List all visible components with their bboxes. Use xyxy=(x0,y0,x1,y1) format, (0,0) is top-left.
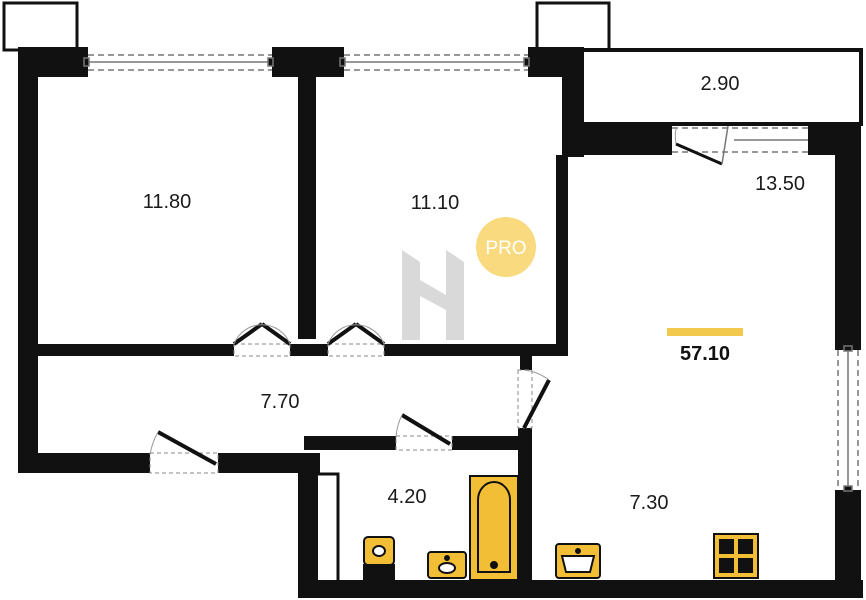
windows xyxy=(83,54,859,492)
pro-badge-text: PRO xyxy=(485,238,526,259)
balcony-stubs xyxy=(2,1,611,52)
pro-badge: PRO xyxy=(476,217,536,277)
room-label-bathroom: 4.20 xyxy=(388,486,427,508)
total-area-label: 57.10 xyxy=(680,343,730,365)
room-label-balcony: 2.90 xyxy=(701,73,740,95)
room-label-room-2: 11.10 xyxy=(411,192,460,214)
kitchen-fixtures xyxy=(555,533,759,579)
h-logo-icon xyxy=(402,250,464,340)
doors xyxy=(149,125,729,474)
bathtub-icon xyxy=(469,475,519,581)
stove-icon xyxy=(713,533,759,579)
room-label-hallway: 7.70 xyxy=(261,391,300,413)
toilet-icon xyxy=(363,536,395,580)
pro-badge-circle xyxy=(476,217,536,277)
room-label-kitchen: 7.30 xyxy=(630,492,669,514)
room-label-room-1: 11.80 xyxy=(143,191,192,213)
room-label-kitchen-living: 13.50 xyxy=(755,173,805,195)
walls xyxy=(18,47,863,598)
bathroom-fixtures xyxy=(363,475,519,581)
kitchen-sink-icon xyxy=(555,543,601,579)
total-area-bar xyxy=(667,328,743,336)
bathroom-sink-icon xyxy=(427,551,467,579)
